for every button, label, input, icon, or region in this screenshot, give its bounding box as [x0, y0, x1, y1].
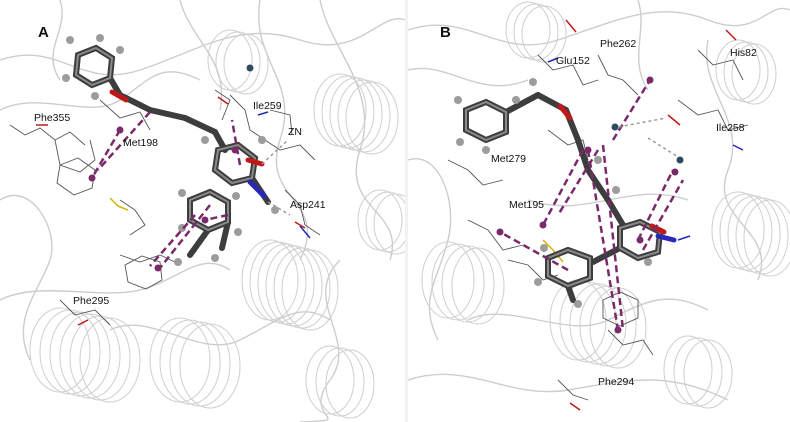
residue-label-asp241: Asp241 — [290, 199, 326, 211]
hbond-lines-b — [612, 117, 684, 161]
helix-coils-a — [29, 29, 406, 419]
residue-label-met279: Met279 — [491, 153, 527, 165]
protein-ligand-render-a — [0, 0, 406, 422]
residue-label-phe262: Phe262 — [600, 38, 637, 50]
residue-label-met198: Met198 — [123, 137, 159, 149]
hbond-lines-a — [261, 139, 291, 216]
hetero-atoms-a — [36, 96, 311, 326]
hetero-atoms-b — [542, 19, 744, 411]
residue-label-ile258: Ile258 — [716, 122, 745, 134]
residue-label-his82: His82 — [730, 47, 757, 59]
interaction-centroids-b — [496, 76, 679, 334]
ligand-b — [454, 78, 677, 308]
residue-label-glu152: Glu152 — [556, 55, 590, 67]
zinc-ion-b-1 — [611, 123, 619, 131]
docking-panel-a: A Phe355 Met198 Ile259 ZN Asp241 Phe295 — [0, 0, 406, 422]
residue-label-zn: ZN — [288, 126, 302, 138]
interaction-lines-b — [499, 79, 685, 331]
residue-label-phe355: Phe355 — [34, 112, 71, 124]
panel-label: B — [440, 24, 451, 41]
interaction-centroids-a — [88, 126, 239, 272]
residue-label-met195: Met195 — [509, 199, 545, 211]
docking-panel-b: B Phe262 His82 Glu152 Ile258 Met279 Met1… — [408, 0, 790, 422]
residue-label-phe294: Phe294 — [598, 376, 635, 388]
residue-label-ile259: Ile259 — [253, 100, 282, 112]
interaction-lines-a — [90, 111, 242, 269]
protein-ligand-render-b — [408, 0, 790, 411]
panel-label: A — [38, 24, 49, 41]
zinc-ion-b-2 — [676, 156, 684, 164]
residue-sticks-b — [447, 49, 749, 401]
residue-label-phe295: Phe295 — [73, 295, 110, 307]
protein-ribbon-a — [0, 0, 406, 422]
zinc-ion-a — [246, 64, 254, 72]
ligand-a — [62, 34, 279, 266]
panel-divider — [405, 0, 408, 422]
